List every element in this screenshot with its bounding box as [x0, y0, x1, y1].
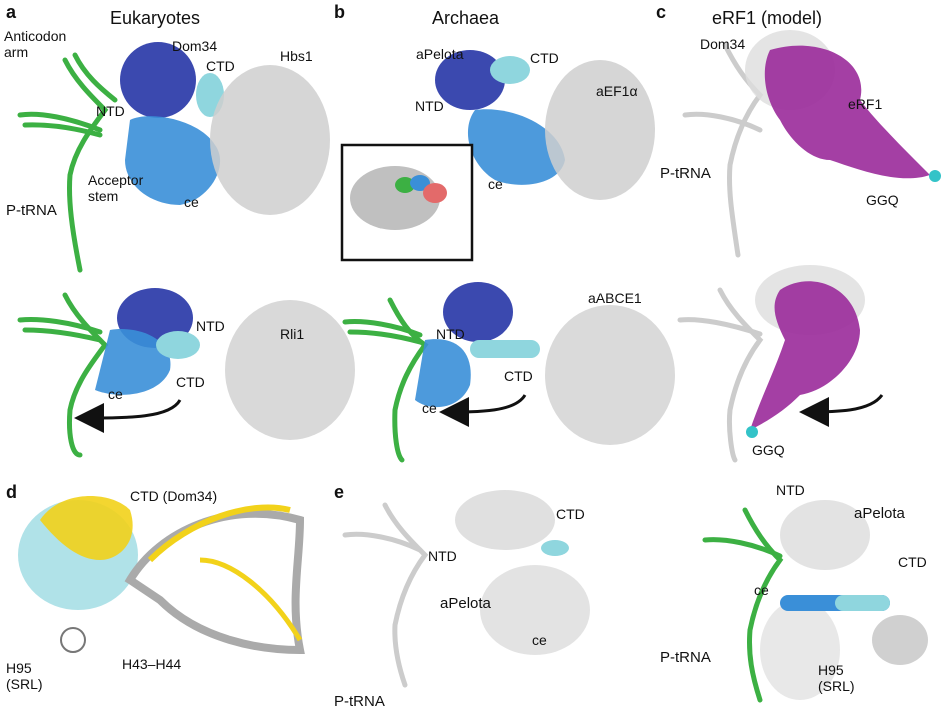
erf1-magenta-shape-top — [764, 45, 930, 179]
label-ntd-b-bottom: NTD — [436, 326, 465, 342]
dom34-ntd-blob-top-a — [120, 42, 196, 118]
label-ctd-e-right: CTD — [898, 554, 927, 570]
label-ptrna-e-right: P-tRNA — [660, 649, 711, 666]
label-ntd-b: NTD — [415, 98, 444, 114]
label-dom34-c: Dom34 — [700, 36, 746, 52]
label-aef1a: aEF1α — [596, 83, 638, 99]
panel-letter-b: b — [334, 2, 345, 22]
label-apelota-b: aPelota — [416, 46, 464, 62]
panel-d-structure — [18, 496, 305, 655]
label-ce-a: ce — [184, 194, 199, 210]
rli1-blob — [225, 300, 355, 440]
h95-srl-glyph — [60, 627, 86, 653]
label-dom34-a: Dom34 — [172, 38, 218, 54]
header-archaea: Archaea — [432, 8, 500, 28]
label-ggq-bottom: GGQ — [752, 442, 785, 458]
label-h95-srl-d: H95 (SRL) — [6, 660, 43, 692]
panel-b-top-structure — [340, 50, 655, 262]
label-h43-h44: H43–H44 — [122, 656, 182, 672]
panel-a-top-structure — [17, 42, 330, 273]
panel-e-left-structure — [342, 490, 590, 688]
label-ce-b: ce — [488, 176, 503, 192]
header-eukaryotes: Eukaryotes — [110, 8, 201, 28]
panel-e-right-structure — [702, 500, 928, 703]
label-acceptor-stem: Acceptor stem — [88, 172, 144, 204]
label-ce-b-bottom: ce — [422, 400, 437, 416]
label-ctd-b-bottom: CTD — [504, 368, 533, 384]
panel-letter-a: a — [6, 2, 17, 22]
dom34-central-blob-top-a — [125, 116, 221, 205]
label-ctd-dom34: CTD (Dom34) — [130, 488, 218, 504]
aef1a-blob — [545, 60, 655, 200]
label-ce-e-right: ce — [754, 582, 769, 598]
label-erf1: eRF1 — [848, 96, 883, 112]
arrow-a — [74, 399, 182, 433]
panel-letter-c: c — [656, 2, 667, 22]
arrow-b — [439, 394, 527, 427]
header-erf1-model: eRF1 (model) — [712, 8, 823, 28]
label-rli1: Rli1 — [280, 326, 305, 342]
panel-c-bottom-structure — [677, 265, 884, 463]
ggq-dot-bottom — [746, 426, 758, 438]
label-ntd-e-left: NTD — [428, 548, 457, 564]
label-ctd-a-bottom: CTD — [176, 374, 205, 390]
label-ce-e-left: ce — [532, 632, 547, 648]
label-ntd-a: NTD — [96, 103, 125, 119]
label-apelota-e-right: aPelota — [854, 505, 905, 522]
arrow-c — [799, 394, 884, 427]
label-anticodon-arm: Anticodon arm — [4, 28, 67, 60]
label-ce-a-bottom: ce — [108, 386, 123, 402]
panel-c-top-structure — [682, 30, 941, 258]
label-ntd-a-bottom: NTD — [196, 318, 225, 334]
label-hbs1: Hbs1 — [280, 48, 313, 64]
label-ctd-b: CTD — [530, 50, 559, 66]
ptrna-green-top-a — [17, 52, 118, 273]
label-h95-srl-e: H95 (SRL) — [818, 662, 855, 694]
label-apelota-e-left: aPelota — [440, 595, 491, 612]
panel-letter-e: e — [334, 482, 345, 502]
label-aabce1: aABCE1 — [588, 290, 642, 306]
panel-a-bottom-structure — [17, 288, 355, 458]
label-ctd-a: CTD — [206, 58, 235, 74]
label-ptrna-c: P-tRNA — [660, 165, 711, 182]
label-ptrna-e-left: P-tRNA — [334, 693, 385, 710]
label-ptrna-a: P-tRNA — [6, 202, 57, 219]
label-ggq-top: GGQ — [866, 192, 899, 208]
panel-letter-d: d — [6, 482, 17, 502]
hbs1-blob — [210, 65, 330, 215]
panel-b-bottom-structure — [342, 282, 675, 463]
erf1-magenta-shape-bottom — [750, 281, 860, 430]
label-ctd-e-left: CTD — [556, 506, 585, 522]
aabce1-blob — [545, 305, 675, 445]
label-ntd-e-right: NTD — [776, 482, 805, 498]
ggq-dot-top — [929, 170, 941, 182]
